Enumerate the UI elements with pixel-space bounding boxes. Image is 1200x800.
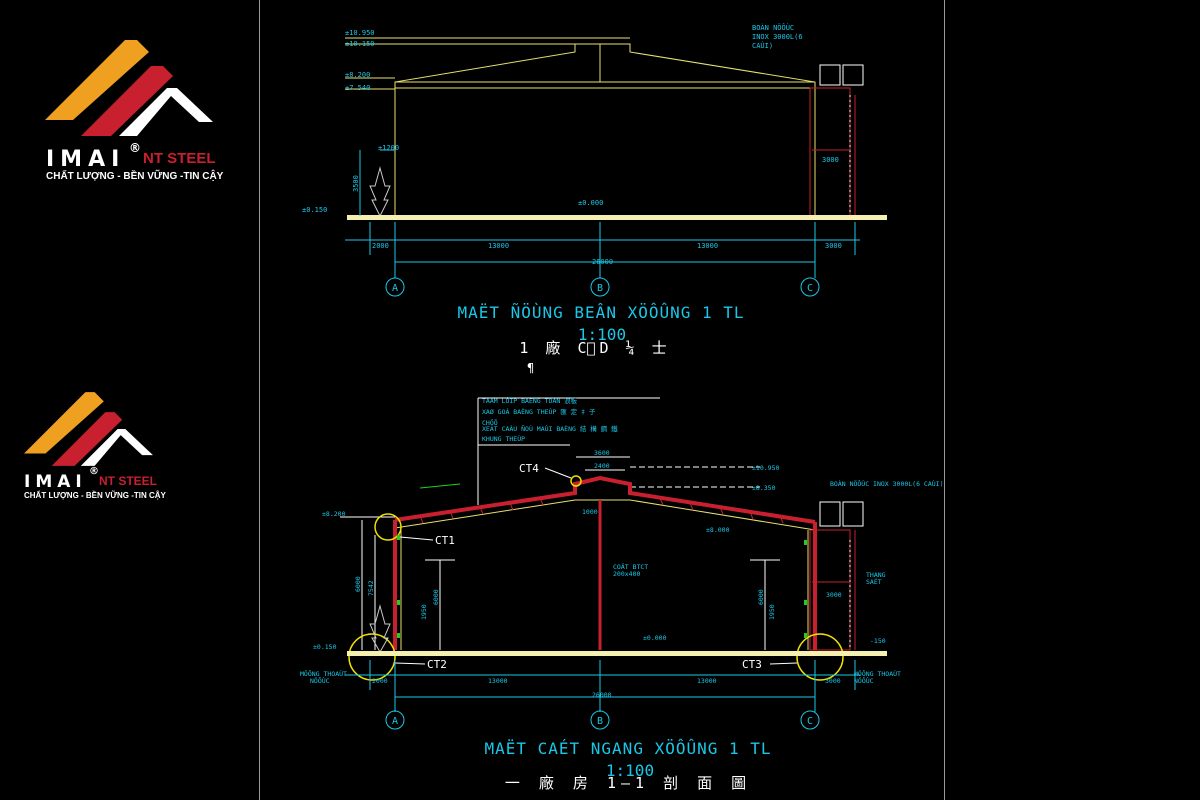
detail-circle-ct4 bbox=[570, 475, 582, 487]
axis-bubble-b bbox=[590, 710, 610, 730]
logo-tagline: CHẤT LƯỢNG - BỀN VỮNG -TIN CẬY bbox=[24, 491, 166, 500]
drain-label: MÖÔNG THOAÙT bbox=[854, 669, 901, 678]
drain-label: MÖÔNG THOAÙT bbox=[300, 669, 347, 678]
detail-circle-ct2 bbox=[348, 633, 396, 681]
logo-wordmark: IMAI bbox=[46, 147, 126, 172]
drawing-scale-bottom: 1:100 bbox=[606, 761, 654, 780]
dim-label: 13000 bbox=[697, 677, 717, 685]
ladder-label: SAÉT bbox=[866, 577, 882, 586]
axis-label-b: B bbox=[597, 283, 603, 294]
drain-label: NÖÔÙC bbox=[310, 676, 330, 685]
drawing-cjk-bottom: 一 廠 房 1—1 剖 面 圖 bbox=[505, 774, 751, 792]
level-label: ±10.150 bbox=[345, 40, 375, 48]
detail-circle-ct3 bbox=[796, 633, 844, 681]
note-line: KHUNG THEÙP bbox=[482, 434, 525, 443]
level-label: ±8.200 bbox=[322, 510, 346, 518]
level-label: ±0.000 bbox=[643, 634, 667, 642]
axis-label-c: C bbox=[807, 283, 813, 294]
note-line: XEÁT CAÀU ÑOÙ MAÙI BAÈNG 結 構 鋼 鐵 bbox=[482, 424, 618, 433]
roof-logo-icon bbox=[45, 40, 213, 136]
detail-label-ct3: CT3 bbox=[742, 658, 762, 671]
note-line: TAÁM LÔÏP BAÈNG TOÂN 浪板 bbox=[482, 396, 578, 405]
logo-brand-text: NT STEEL bbox=[99, 474, 158, 488]
dim-vertical: 6000 bbox=[432, 589, 440, 605]
dim-vertical: 6000 bbox=[757, 589, 765, 605]
detail-label-ct1: CT1 bbox=[435, 534, 455, 547]
level-label: -150 bbox=[870, 637, 886, 645]
dim-label: 13000 bbox=[697, 242, 718, 250]
level-label: ±8.200 bbox=[345, 71, 370, 79]
tank-label: BOÀN NÖÔÙC INOX 3000L(6 CAÙI) bbox=[830, 479, 944, 488]
dim-label: 2400 bbox=[594, 462, 610, 470]
dim-label: 3000 bbox=[825, 677, 841, 685]
axis-label-a: A bbox=[392, 283, 398, 294]
level-label: ±1200 bbox=[378, 144, 399, 152]
dim-right: 3000 bbox=[826, 591, 842, 599]
detail-circle-ct1 bbox=[374, 513, 402, 541]
logo-wordmark: IMAI bbox=[24, 472, 87, 492]
dim-vertical: 1950 bbox=[768, 604, 776, 620]
level-label: ±8.000 bbox=[706, 526, 730, 534]
note-line: CHÖÕ bbox=[482, 418, 498, 427]
ladder-label: THANG bbox=[866, 571, 886, 579]
dim-vertical: 7542 bbox=[367, 580, 375, 596]
level-label: ±10.950 bbox=[345, 29, 375, 37]
dim-label: 3600 bbox=[594, 449, 610, 457]
detail-label-ct2: CT2 bbox=[427, 658, 447, 671]
top-elevation bbox=[345, 37, 887, 297]
roof-logo-icon bbox=[24, 392, 153, 466]
dim-vertical: 1950 bbox=[420, 604, 428, 620]
dim-vertical: 3500 bbox=[352, 175, 360, 192]
axis-bubble-a bbox=[385, 277, 405, 297]
axis-bubble-b bbox=[590, 277, 610, 297]
axis-bubble-a bbox=[385, 710, 405, 730]
drawing-cjk-top: 1 廠 C⃝D ¼ 士 bbox=[519, 339, 670, 357]
tank-label: BOÀN NÖÔÙC bbox=[752, 23, 794, 32]
dim-label: 1000 bbox=[582, 508, 598, 516]
logo-reg-mark: ® bbox=[89, 466, 99, 477]
dim-label: 13000 bbox=[488, 677, 508, 685]
column-label: COÄT BTCT bbox=[613, 562, 648, 571]
axis-label-a: A bbox=[392, 716, 398, 727]
pilcrow-mark: ¶ bbox=[527, 361, 534, 375]
axis-bubble-c bbox=[800, 277, 820, 297]
detail-label-ct4: CT4 bbox=[519, 462, 539, 475]
dim-label: 3000 bbox=[825, 242, 842, 250]
axis-label-c: C bbox=[807, 716, 813, 727]
dim-label: 13000 bbox=[488, 242, 509, 250]
column-label: 200x400 bbox=[613, 570, 640, 578]
axis-label-b: B bbox=[597, 716, 603, 727]
bottom-section bbox=[340, 397, 887, 730]
axis-bubble-c bbox=[800, 710, 820, 730]
logo-brand-text: NT STEEL bbox=[143, 150, 216, 167]
dim-total: 26000 bbox=[592, 258, 613, 266]
drawing-title-top: MAËT ÑÖÙNG BEÂN XÖÔÛNG 1 TL bbox=[457, 303, 744, 322]
tank-label: INOX 3000L(6 bbox=[752, 33, 803, 41]
drawing-scale-top: 1:100 bbox=[578, 325, 626, 344]
dim-label: 2000 bbox=[372, 242, 389, 250]
tank-label: CAÙI) bbox=[752, 41, 773, 50]
level-label: ±8.350 bbox=[752, 484, 776, 492]
dim-total: 26000 bbox=[592, 691, 612, 699]
dim-right: 3000 bbox=[822, 156, 839, 164]
drain-label: NÖÔÙC bbox=[854, 676, 874, 685]
level-label: ±7.540 bbox=[345, 84, 370, 92]
level-label: ±0.150 bbox=[302, 206, 327, 214]
level-label: ±0.150 bbox=[313, 643, 337, 651]
logo-reg-mark: ® bbox=[129, 141, 141, 155]
dim-label: 2000 bbox=[372, 677, 388, 685]
note-line: XAØ GOÀ BAÈNG THEÙP 匯 定 ‡ 子 bbox=[482, 407, 596, 416]
level-label: ±0.000 bbox=[578, 199, 603, 207]
level-label: ±10.950 bbox=[752, 464, 779, 472]
drawing-title-bottom: MAËT CAÉT NGANG XÖÔÛNG 1 TL bbox=[484, 739, 771, 758]
logo-tagline: CHẤT LƯỢNG - BỀN VỮNG -TIN CẬY bbox=[46, 171, 224, 182]
dim-vertical: 6000 bbox=[354, 576, 362, 592]
